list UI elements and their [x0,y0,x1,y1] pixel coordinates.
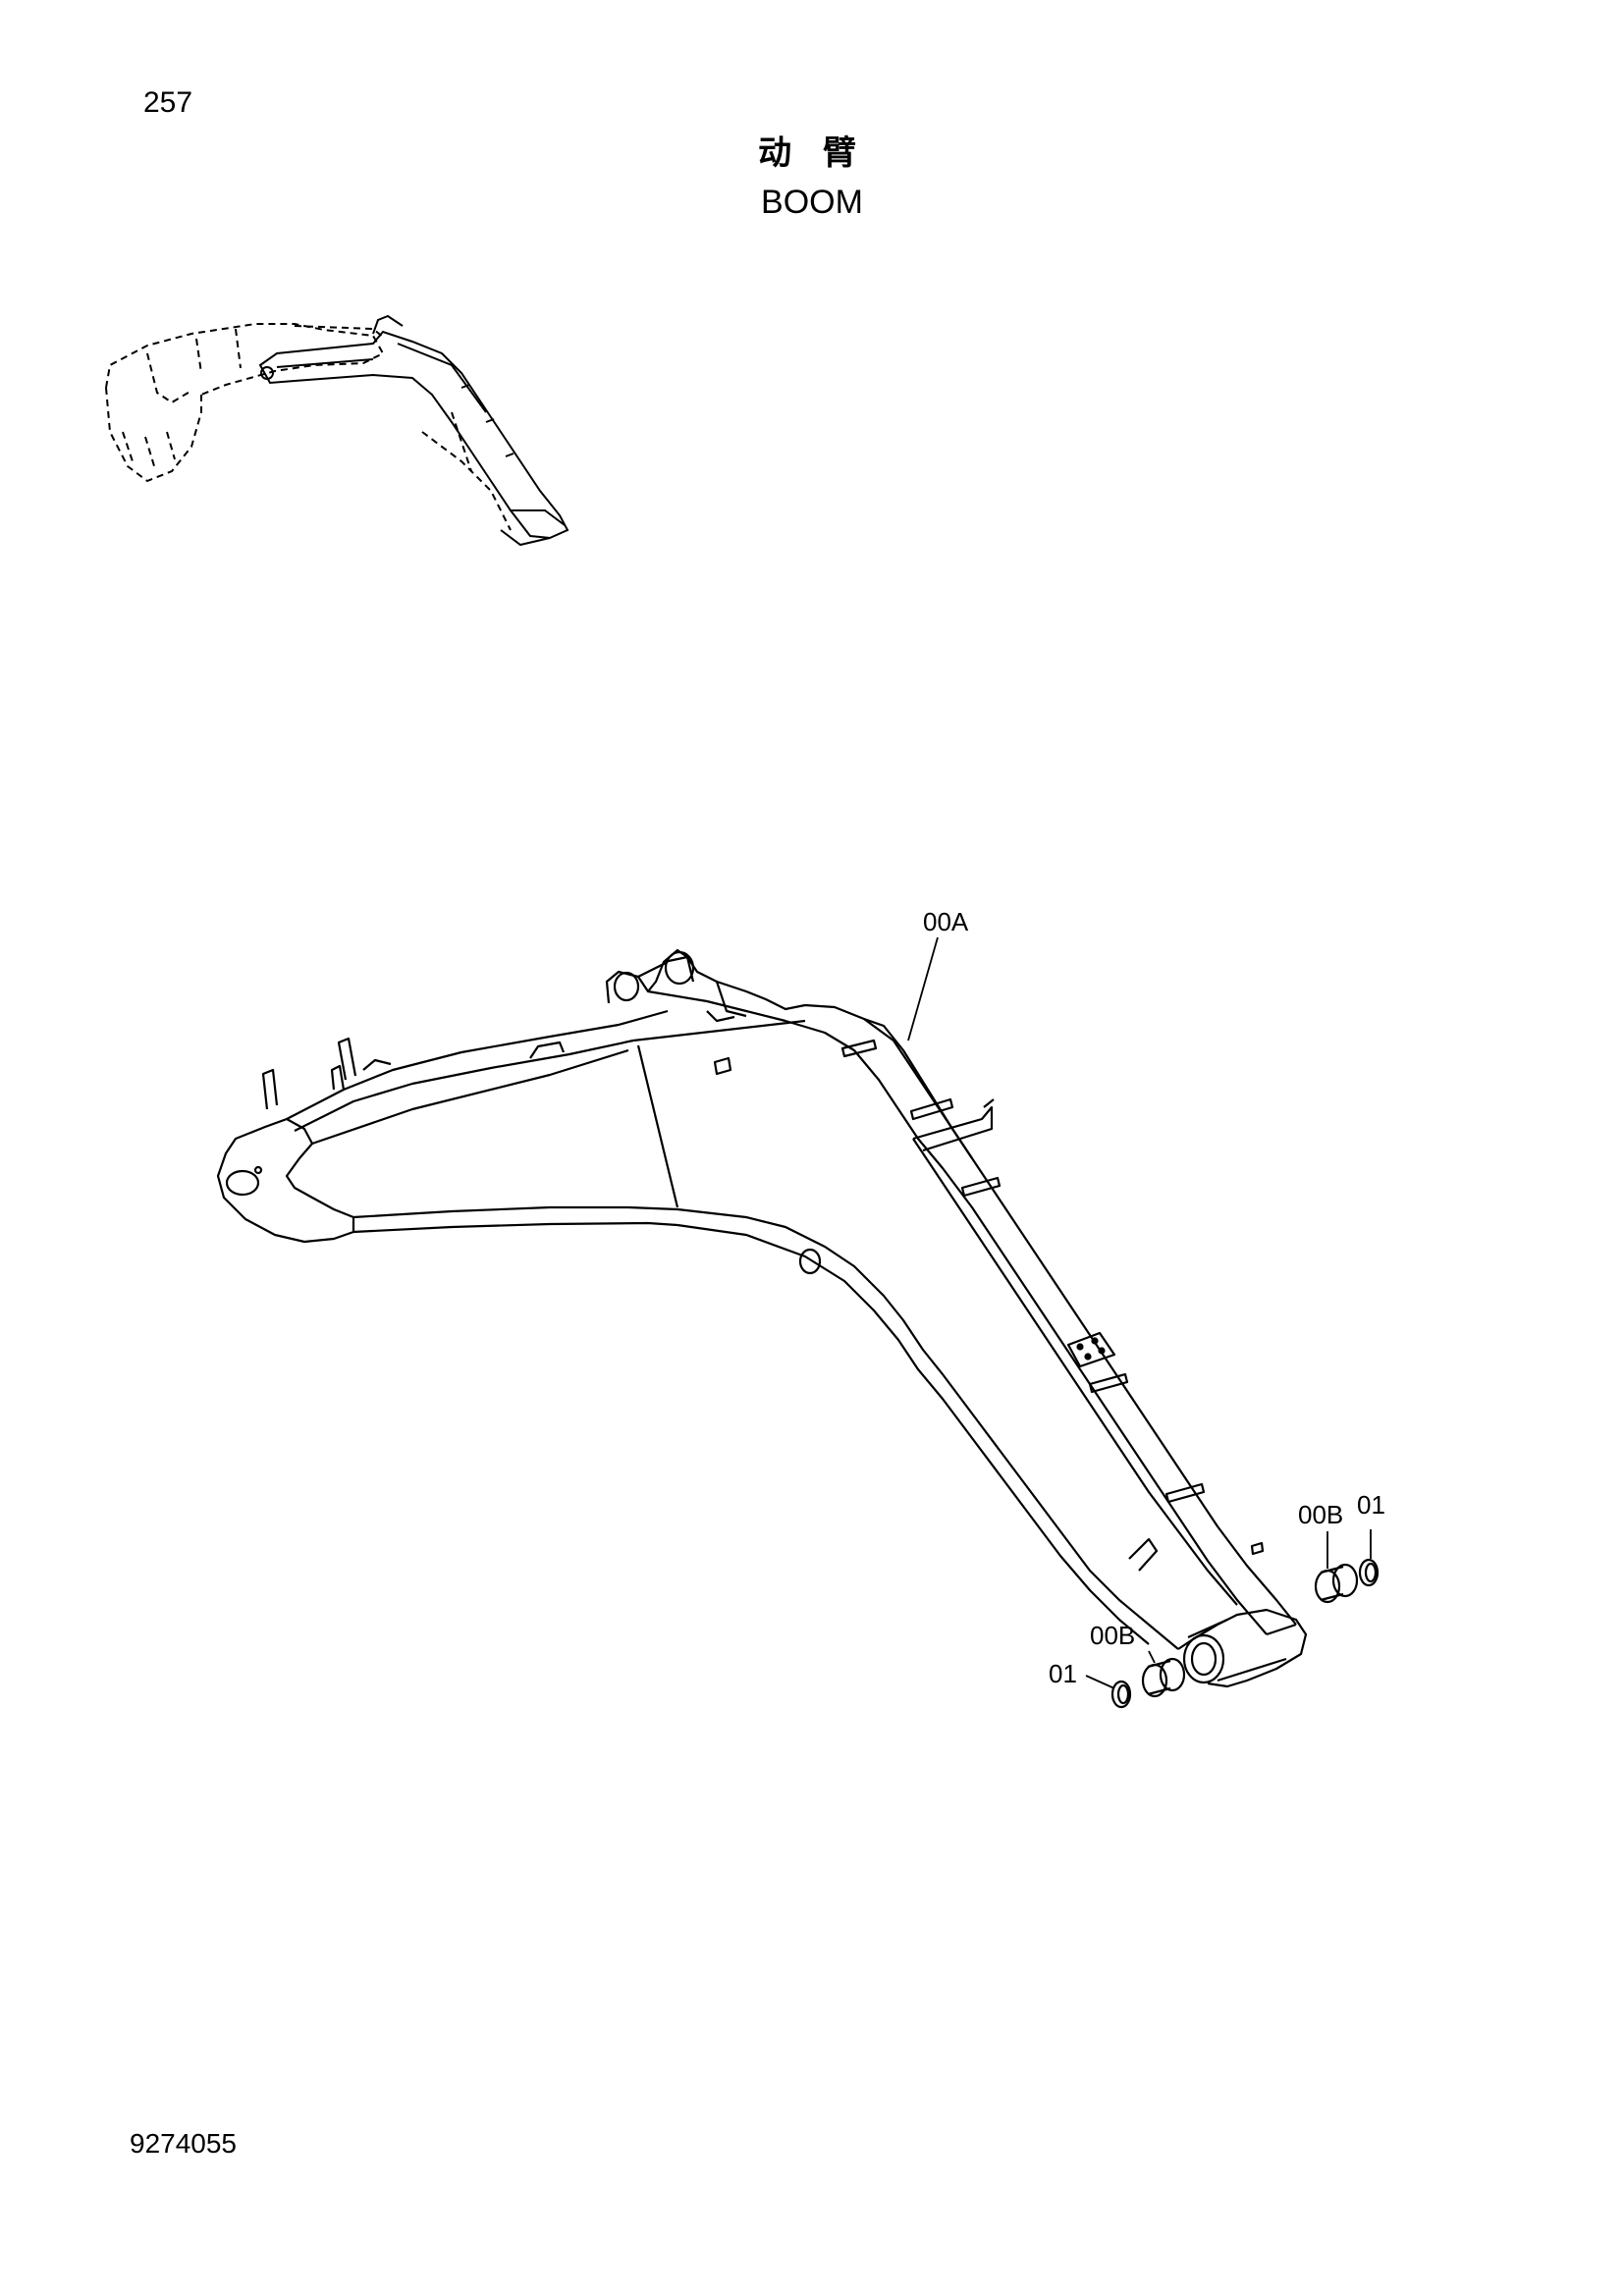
leader-lines [907,936,1372,1689]
callout-00B-right: 00B [1298,1500,1343,1529]
callout-01-right: 01 [1357,1490,1385,1520]
document-number: 9274055 [130,2128,238,2159]
pin-parts [1110,1558,1380,1709]
title-chinese: 动 臂 [758,133,866,173]
callout-01-left: 01 [1049,1659,1077,1688]
callout-00A: 00A [923,907,969,936]
title-english: BOOM [761,184,863,221]
locator-thumbnail [105,314,569,547]
title-block: 动 臂 BOOM [0,130,1624,226]
page-number: 257 [143,86,193,119]
callout-00B-left: 00B [1090,1621,1135,1650]
boom-drawing [216,948,1308,1688]
